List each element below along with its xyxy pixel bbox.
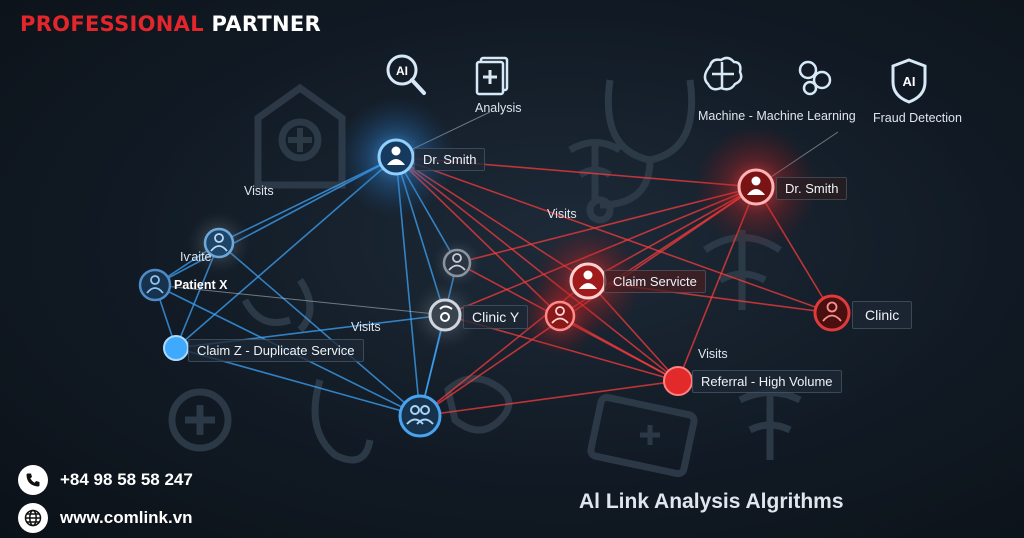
node-patient-x[interactable] [138, 268, 172, 302]
person-icon [822, 301, 842, 322]
edge-label-visits: Visits [351, 320, 381, 334]
stethoscope-icon [439, 305, 453, 322]
edge-label-visits: Visits [244, 184, 274, 198]
clinic-label: Clinic [852, 301, 913, 329]
ghost-patient-label: Iѵaite [180, 250, 212, 264]
fraud-detection-label: Fraud Detection [873, 111, 962, 125]
node-ghost-person[interactable] [442, 248, 472, 278]
brand-part-2: PARTNER [211, 12, 321, 36]
phone-number: +84 98 58 58 247 [60, 470, 193, 489]
person-icon [551, 306, 569, 324]
shield-ai-icon-text: AI [903, 74, 916, 89]
analysis-document-icon [475, 56, 509, 96]
claim-z-label: Claim Z - Duplicate Service [188, 339, 364, 362]
analysis-label: Analysis [475, 101, 522, 115]
referral-label: Referral - High Volume [692, 370, 842, 393]
stethoscope-icon [241, 278, 314, 333]
node-dr-smith-red[interactable] [737, 168, 775, 206]
node-ghost-patient[interactable] [203, 227, 235, 259]
clinic-y-label: Clinic Y [463, 305, 529, 329]
node-red-person[interactable] [544, 300, 576, 332]
brand-logo: PROFESSIONAL PARTNER [20, 12, 321, 36]
claim-service-label: Claim Servicte [604, 270, 706, 293]
node-claim-z[interactable] [163, 335, 189, 361]
person-icon [448, 253, 466, 271]
node-claim-service[interactable] [569, 262, 607, 300]
stethoscope-icon [311, 378, 374, 464]
contact-website[interactable]: www.comlink.vn [18, 503, 193, 533]
node-clinic[interactable] [813, 294, 851, 332]
caduceus-icon [568, 139, 622, 200]
phone-icon [18, 465, 48, 495]
website-url: www.comlink.vn [60, 508, 193, 527]
edge-label-visits: Visits [698, 347, 728, 361]
molecules-icon [798, 60, 832, 96]
dr-smith-red-label: Dr. Smith [776, 177, 848, 200]
group-icon [406, 405, 434, 425]
background-medical-icons [168, 79, 802, 478]
network-edge [419, 380, 679, 417]
stethoscope-icon [586, 79, 696, 224]
edge-label-visits: Visits [547, 207, 577, 221]
shield-ai-icon: AI [891, 58, 927, 104]
ai-search-icon-text: AI [396, 64, 408, 78]
person-icon [387, 146, 405, 165]
globe-icon [18, 503, 48, 533]
machine-learning-label: Machine - Machine Learning [698, 109, 856, 123]
ai-search-icon: AI [386, 54, 426, 95]
person-icon [747, 176, 765, 195]
person-icon [210, 233, 228, 252]
node-group[interactable] [398, 394, 442, 438]
brand-part-1: PROFESSIONAL [20, 12, 204, 36]
hospital-icon [254, 83, 346, 189]
node-dr-smith-blue[interactable] [377, 138, 415, 176]
network-edge [154, 284, 446, 316]
person-icon [579, 270, 597, 289]
insurance-card-icon [587, 393, 698, 478]
patient-x-label: Patient X [174, 278, 228, 292]
node-referral[interactable] [663, 366, 693, 396]
medical-cross-icon [168, 388, 232, 452]
person-icon [146, 275, 164, 294]
caduceus-icon [738, 385, 802, 460]
node-clinic-y[interactable] [428, 298, 462, 332]
brain-icon [703, 56, 743, 91]
contact-phone[interactable]: +84 98 58 58 247 [18, 465, 193, 495]
network-edge [218, 242, 421, 417]
footer-title: Al Link Analysis Algrithms [579, 490, 844, 513]
dr-smith-blue-label: Dr. Smith [414, 148, 486, 171]
